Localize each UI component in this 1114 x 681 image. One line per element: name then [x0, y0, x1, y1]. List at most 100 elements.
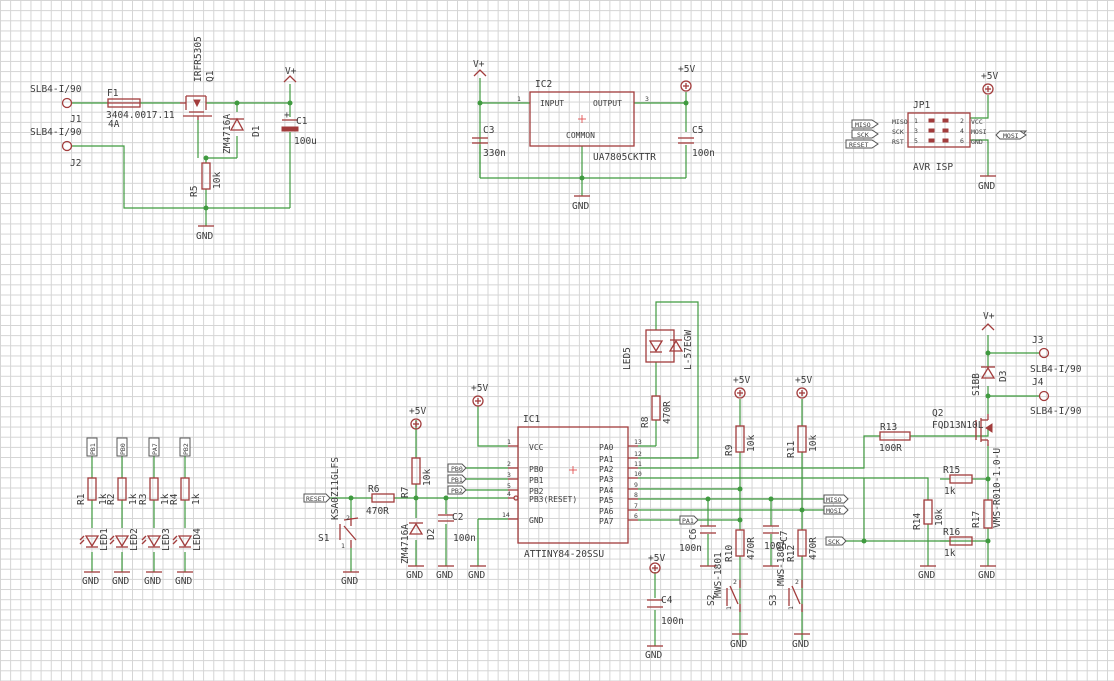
- vplus-label-1: V+: [285, 66, 297, 77]
- s1-value: KSA0Z11GLFS: [330, 457, 341, 520]
- r12-value: 470R: [808, 537, 819, 560]
- resistor-r12[interactable]: R12 470R: [786, 529, 819, 562]
- net-label-sck-mcu: SCK: [825, 536, 847, 546]
- plus5v-label-5: +5V: [733, 375, 750, 386]
- ic1-pin-14: 14: [502, 511, 510, 519]
- led-led5[interactable]: LED5 L-57EGW: [622, 329, 694, 370]
- r1-name: R1: [76, 493, 87, 505]
- junction-dots: [203, 100, 991, 544]
- capacitor-c7[interactable]: C7 100n: [763, 525, 790, 552]
- c6-value: 100n: [679, 543, 702, 554]
- net-label-reset-mcu: RESET: [303, 493, 331, 503]
- connector-j3[interactable]: J3 SLB4-I/90: [1030, 335, 1082, 375]
- jp1-pin5: 5: [914, 137, 918, 145]
- resistor-r3[interactable]: R3 1k: [138, 477, 171, 505]
- resistor-r9[interactable]: R9 10k: [724, 425, 757, 456]
- c2-value: 100n: [453, 533, 476, 544]
- r17-value: VMS-R010-1.0-U: [992, 448, 1003, 528]
- connector-j1[interactable]: SLB4-I/90 J1: [30, 84, 82, 125]
- connector-j2[interactable]: SLB4-I/90 J2: [30, 127, 82, 169]
- s2-pin2: 2: [733, 578, 737, 586]
- led-led3[interactable]: LED3: [141, 528, 172, 551]
- switch-s3[interactable]: MWS-1801 S3 2 1: [768, 540, 803, 612]
- capacitor-c1[interactable]: + C1 100u: [281, 110, 317, 147]
- capacitor-c6[interactable]: C6 100n: [679, 525, 716, 554]
- led5-value: L-57EGW: [683, 330, 694, 370]
- mosfet-q1[interactable]: IRFR5305 Q1: [180, 36, 216, 120]
- gnd-label-led2: GND: [112, 576, 129, 587]
- j3-value: SLB4-I/90: [1030, 364, 1082, 375]
- capacitor-c3[interactable]: C3 330n: [472, 125, 506, 159]
- fuse-f1[interactable]: F1 3404.0017.11 4A: [106, 88, 175, 130]
- resistor-r8[interactable]: R8 470R: [640, 395, 673, 428]
- resistor-r1[interactable]: R1 1k: [76, 477, 109, 505]
- regulator-ic2[interactable]: IC2 INPUT OUTPUT COMMON 1 3 UA7805CKTTR: [517, 79, 656, 163]
- c7-value: 100n: [764, 541, 787, 552]
- gnd-reset-row: GND GND GND GND: [341, 565, 486, 587]
- c3-value: 330n: [483, 148, 506, 159]
- d3-value: S1BB: [971, 373, 982, 396]
- resistor-r6[interactable]: R6 470R: [366, 484, 395, 517]
- r2-value: 1k: [128, 493, 139, 505]
- ic1-pin-4: 4: [507, 490, 511, 498]
- capacitor-c4[interactable]: C4 100n: [647, 595, 684, 627]
- switch-s1[interactable]: KSA0Z11GLFS S1 1 2: [318, 457, 359, 550]
- capacitor-c2[interactable]: C2 100n: [438, 512, 476, 544]
- resistor-r11[interactable]: R11 10k: [786, 425, 819, 458]
- s3-pin2: 2: [795, 578, 799, 586]
- s1-pin2: 2: [346, 514, 350, 522]
- ic1-pb0: PB0: [529, 465, 544, 474]
- zener-d1[interactable]: ZM4716A D1: [222, 114, 262, 154]
- resistor-r2[interactable]: R2 1k: [106, 477, 139, 505]
- r4-name: R4: [169, 493, 180, 505]
- supply-5v-isp: +5V: [981, 71, 998, 95]
- zener-d2[interactable]: ZM4716A D2: [400, 522, 437, 564]
- shunt-r17[interactable]: R17 VMS-R010-1.0-U: [971, 448, 1003, 529]
- switch-s2[interactable]: MWS-1801 S2 2 1: [706, 552, 741, 612]
- mcu-ic1[interactable]: IC1 ATTINY84-20SSU VCC PB0 PB1 PB2 PB3(R…: [502, 414, 642, 560]
- r5-value: 10k: [212, 172, 223, 189]
- led-led2[interactable]: LED2: [109, 528, 140, 551]
- c4-name: C4: [661, 595, 673, 606]
- resistor-r10[interactable]: R10 470R: [724, 529, 757, 562]
- resistor-r4[interactable]: R4 1k: [169, 477, 202, 505]
- label-pb1-led: PB1: [89, 443, 97, 455]
- gnd-label-s3: GND: [792, 639, 809, 650]
- r11-value: 10k: [808, 435, 819, 452]
- mosfet-q2[interactable]: Q2 FQD13N10L: [932, 408, 993, 446]
- led-led1[interactable]: LED1: [79, 528, 110, 551]
- r13-value: 100R: [879, 443, 902, 454]
- s2-pin1: 1: [725, 606, 733, 610]
- s3-name: S3: [768, 595, 779, 606]
- diode-d3[interactable]: S1BB D3: [971, 366, 1009, 396]
- resistor-r7[interactable]: R7 10k: [400, 457, 433, 498]
- capacitor-c5[interactable]: C5 100n: [678, 125, 715, 159]
- led2-name: LED2: [129, 528, 140, 551]
- led-led4[interactable]: LED4: [172, 528, 203, 551]
- plus5v-label-7: +5V: [648, 553, 665, 564]
- d1-value: ZM4716A: [222, 114, 233, 154]
- resistor-r13[interactable]: R13 100R: [879, 422, 911, 454]
- connector-j4[interactable]: J4 SLB4-I/90: [1030, 377, 1082, 417]
- isp-header-jp1[interactable]: JP1 1 2 3 4 5 6 MISO SCK RST VCC MOSI GN…: [892, 100, 987, 173]
- s1-pin1: 1: [341, 542, 345, 550]
- resistor-r5[interactable]: R5 10k: [189, 162, 223, 197]
- resistor-r14[interactable]: R14 10k: [912, 499, 945, 530]
- ic2-name: IC2: [535, 79, 552, 90]
- d2-value: ZM4716A: [400, 524, 411, 564]
- d2-name: D2: [426, 529, 437, 540]
- label-sck-mcu: SCK: [828, 538, 840, 546]
- gnd-label-c2: GND: [436, 570, 453, 581]
- resistor-r15[interactable]: R15 1k: [943, 465, 973, 497]
- ic1-pb1: PB1: [529, 476, 544, 485]
- r10-value: 470R: [746, 537, 757, 560]
- ic1-gnd: GND: [529, 516, 544, 525]
- led3-name: LED3: [161, 528, 172, 551]
- r16-name: R16: [943, 527, 960, 538]
- c1-plus: +: [284, 110, 290, 121]
- label-pa1: PA1: [682, 517, 694, 525]
- j2-value: SLB4-I/90: [30, 127, 82, 138]
- resistor-r16[interactable]: R16 1k: [943, 527, 973, 559]
- ic1-pin-9: 9: [634, 481, 638, 489]
